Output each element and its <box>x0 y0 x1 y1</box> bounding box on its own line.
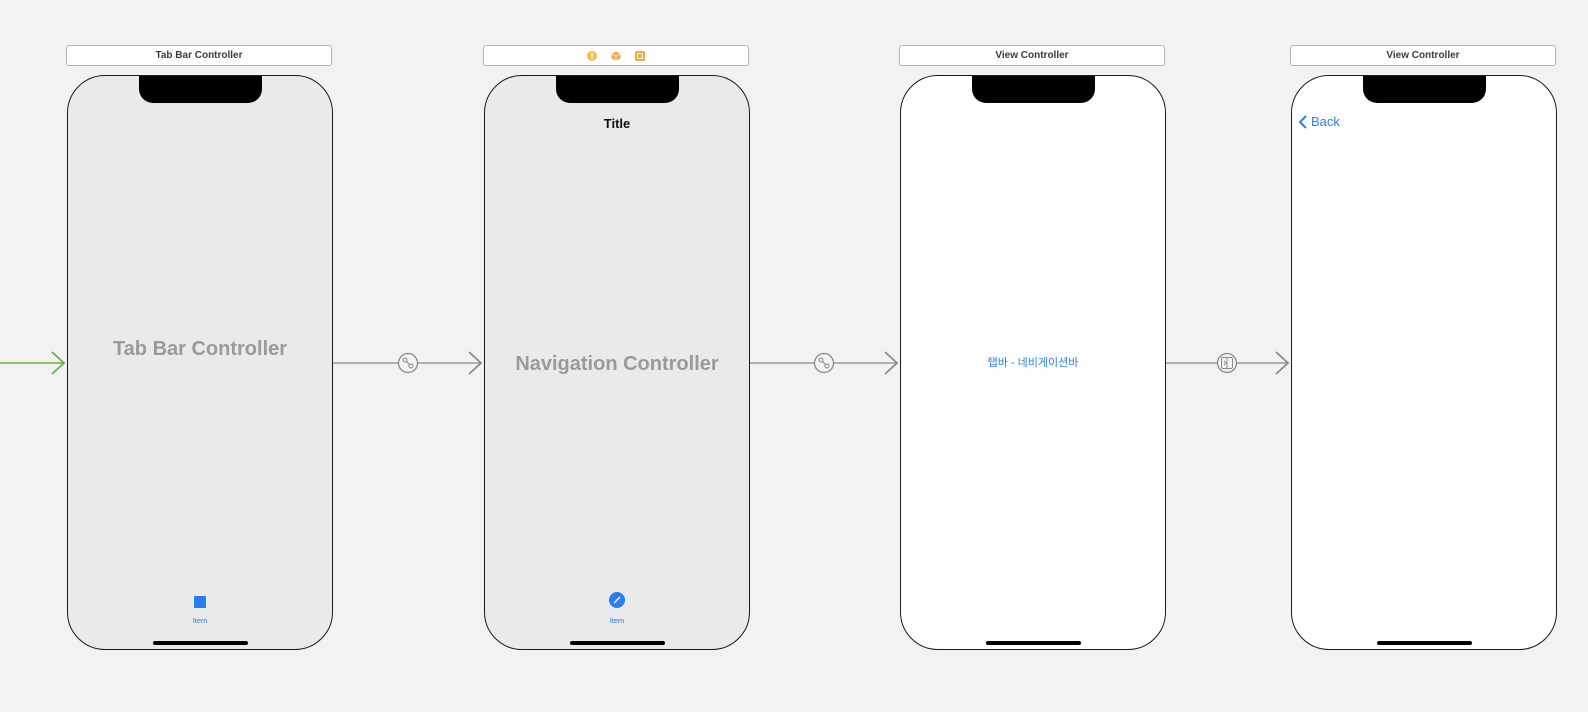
compose-icon <box>609 592 625 608</box>
scene-title-tab-bar-controller[interactable]: Tab Bar Controller <box>66 45 332 66</box>
tab-bar-item-label: Item <box>192 616 208 625</box>
scene-title-view-controller-2[interactable]: View Controller <box>1290 45 1556 66</box>
show-segue-icon <box>1221 357 1233 369</box>
device-notch <box>556 76 679 103</box>
scene-title-view-controller[interactable]: View Controller <box>899 45 1165 66</box>
device-notch <box>972 76 1095 103</box>
home-indicator <box>570 641 665 645</box>
tab-bar-controller-scene[interactable]: Tab Bar Controller Item <box>67 75 333 650</box>
view-controller-scene-2[interactable]: Back <box>1291 75 1557 650</box>
square-icon <box>194 596 206 608</box>
object-icon[interactable] <box>611 51 621 61</box>
tab-bar-item[interactable]: Item <box>68 595 332 625</box>
first-responder-icon[interactable] <box>587 50 597 61</box>
back-button[interactable]: Back <box>1298 114 1340 129</box>
device-notch <box>139 76 262 103</box>
view-controller-scene[interactable]: 탭바 - 네비게이션바 <box>900 75 1166 650</box>
home-indicator <box>153 641 248 645</box>
device-notch <box>1363 76 1486 103</box>
relationship-segue-icon <box>818 357 830 369</box>
initial-view-controller-arrow[interactable] <box>0 351 66 375</box>
exit-icon[interactable] <box>635 50 645 61</box>
navigation-bar-title: Title <box>603 116 631 131</box>
relationship-segue-nav-to-vc[interactable] <box>749 351 899 375</box>
scene-title-label: View Controller <box>995 50 1069 61</box>
relationship-segue-tabbar-to-nav[interactable] <box>333 351 483 375</box>
back-button-label: Back <box>1311 114 1340 129</box>
scene-title-label: View Controller <box>1386 50 1460 61</box>
scene-dock-navigation-controller[interactable] <box>483 45 749 66</box>
content-label[interactable]: 탭바 - 네비게이션바 <box>987 357 1079 369</box>
home-indicator <box>986 641 1081 645</box>
home-indicator <box>1377 641 1472 645</box>
relationship-segue-icon <box>402 357 414 369</box>
navigation-controller-scene[interactable]: Title Navigation Controller Item <box>484 75 750 650</box>
navigation-controller-placeholder-label: Navigation Controller <box>515 353 719 375</box>
tab-bar-item[interactable]: Item <box>485 592 749 625</box>
chevron-left-icon <box>1298 114 1307 129</box>
scene-title-label: Tab Bar Controller <box>155 50 243 61</box>
tab-bar-item-label: Item <box>609 616 625 625</box>
tab-bar-controller-placeholder-label: Tab Bar Controller <box>112 338 288 360</box>
show-segue-vc-to-vc[interactable] <box>1165 351 1290 375</box>
